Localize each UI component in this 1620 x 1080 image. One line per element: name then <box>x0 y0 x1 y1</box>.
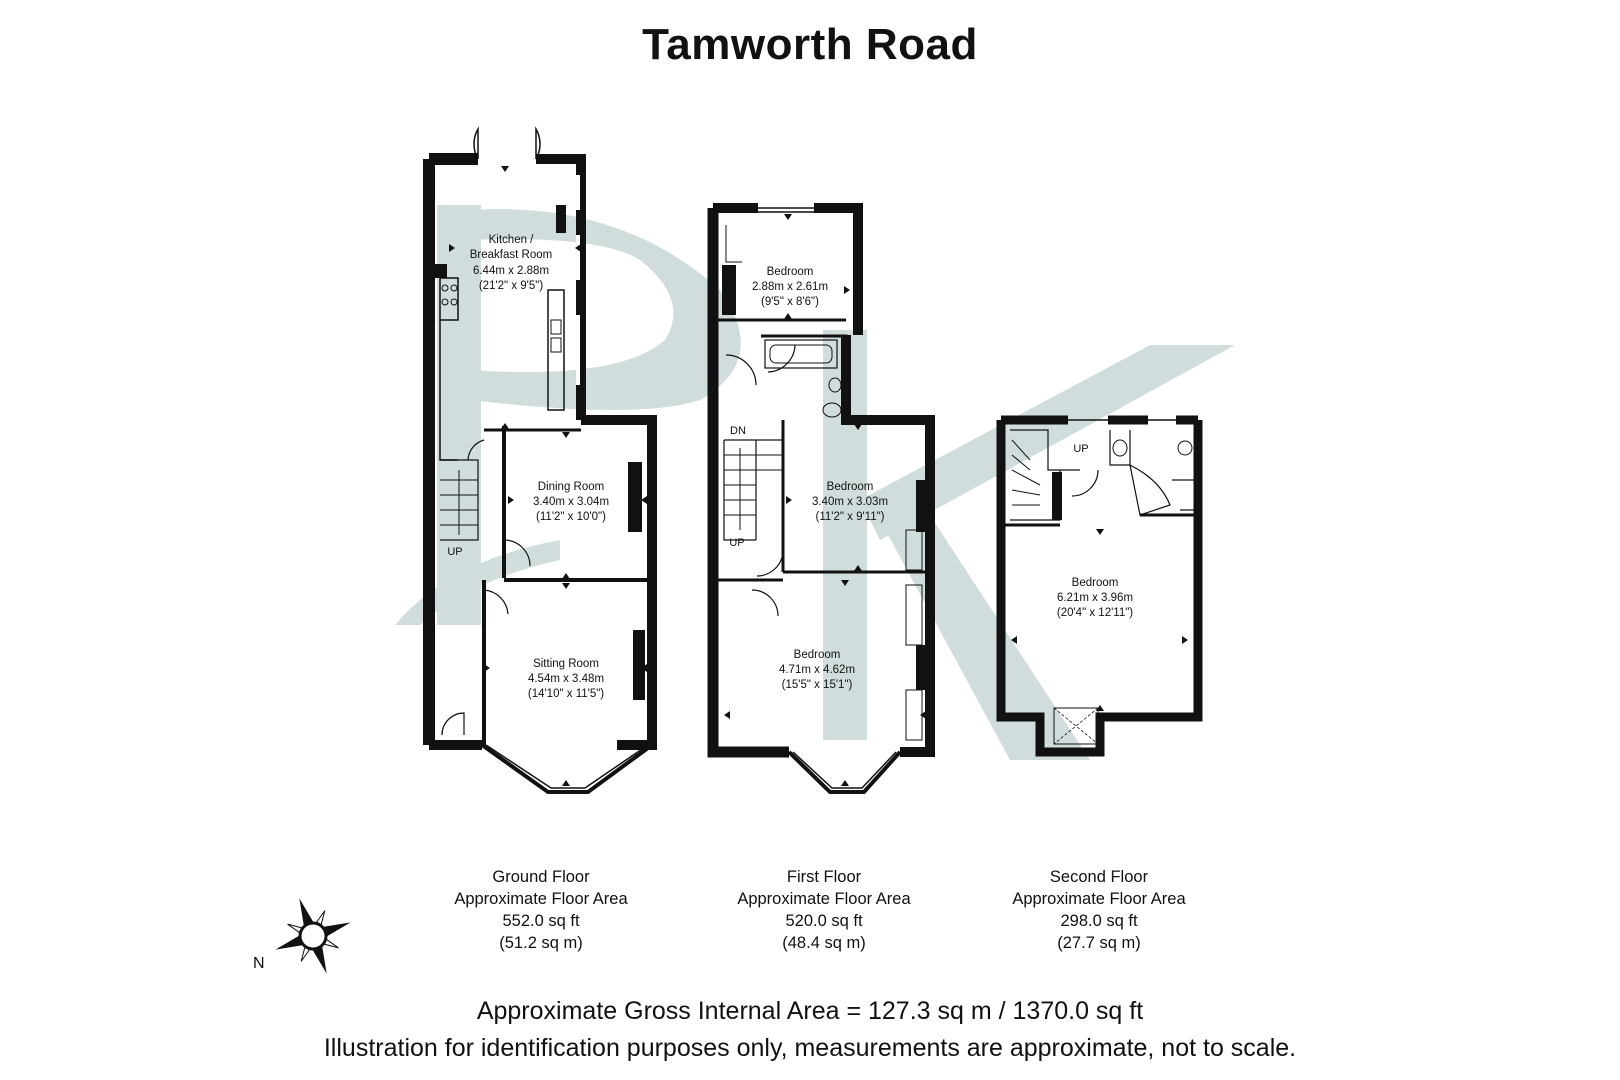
floor-name: Second Floor <box>1049 868 1149 886</box>
floor-area-sqm: (48.4 sq m) <box>782 934 866 952</box>
second-bedroom-imperial: (20'4" x 12'11") <box>1057 607 1133 619</box>
ground-floor-caption: Ground Floor Approximate Floor Area 552.… <box>411 866 671 954</box>
measurement-ticks <box>449 166 1188 786</box>
sitting-room-name: Sitting Room <box>533 658 599 670</box>
floor-name: Ground Floor <box>492 868 590 886</box>
floor-area-label: Approximate Floor Area <box>454 890 628 908</box>
second-stairs-up: UP <box>1073 443 1088 455</box>
first-bedroom-3-metric: 4.71m x 4.62m <box>779 664 855 676</box>
first-bedroom-3-imperial: (15'5" x 15'1") <box>782 679 853 691</box>
floor-area-sqm: (27.7 sq m) <box>1057 934 1141 952</box>
floor-area-sqft: 298.0 sq ft <box>1060 912 1138 930</box>
floor-name: First Floor <box>786 868 862 886</box>
first-bedroom-1-imperial: (9'5" x 8'6") <box>761 296 819 308</box>
first-bedroom-2-name: Bedroom <box>827 481 874 493</box>
dining-room-name: Dining Room <box>538 481 604 493</box>
first-stairs-up: UP <box>729 537 744 549</box>
first-bedroom-3-name: Bedroom <box>794 649 841 661</box>
first-bedroom-1-metric: 2.88m x 2.61m <box>752 281 828 293</box>
ground-floor-plan <box>423 126 657 794</box>
kitchen-metric: 6.44m x 2.88m <box>473 265 549 277</box>
dining-room-metric: 3.40m x 3.04m <box>533 496 609 508</box>
kitchen-name-line1: Kitchen / <box>489 234 535 246</box>
gross-area-text: Approximate Gross Internal Area = 127.3 … <box>476 997 1144 1025</box>
dining-room-imperial: (11'2" x 10'0") <box>536 511 606 523</box>
floor-area-sqft: 520.0 sq ft <box>785 912 863 930</box>
first-bedroom-2-imperial: (11'2" x 9'11") <box>815 511 884 523</box>
floor-area-sqm: (51.2 sq m) <box>499 934 583 952</box>
disclaimer-text: Illustration for identification purposes… <box>323 1034 1297 1062</box>
first-bedroom-2-metric: 3.40m x 3.03m <box>812 496 888 508</box>
first-floor-plan <box>707 203 935 794</box>
sitting-room-imperial: (14'10" x 11'5") <box>528 688 604 700</box>
compass-rose-icon <box>275 898 351 974</box>
first-bedroom-1-name: Bedroom <box>767 266 814 278</box>
ground-stairs-up: UP <box>447 546 462 558</box>
second-bedroom-name: Bedroom <box>1072 577 1119 589</box>
second-bedroom-metric: 6.21m x 3.96m <box>1057 592 1133 604</box>
kitchen-name-line2: Breakfast Room <box>470 249 552 261</box>
page-title: Tamworth Road <box>642 20 978 69</box>
floor-area-label: Approximate Floor Area <box>1012 890 1186 908</box>
kitchen-imperial: (21'2" x 9'5") <box>479 280 544 292</box>
sitting-room-metric: 4.54m x 3.48m <box>528 673 604 685</box>
floor-area-sqft: 552.0 sq ft <box>502 912 580 930</box>
compass-north-label: N <box>253 955 265 972</box>
floor-area-label: Approximate Floor Area <box>737 890 911 908</box>
first-floor-caption: First Floor Approximate Floor Area 520.0… <box>694 866 954 954</box>
second-floor-plan <box>996 415 1203 757</box>
second-floor-caption: Second Floor Approximate Floor Area 298.… <box>969 866 1229 954</box>
room-labels: Kitchen / Breakfast Room 6.44m x 2.88m (… <box>447 234 1133 700</box>
first-stairs-down: DN <box>730 425 746 437</box>
